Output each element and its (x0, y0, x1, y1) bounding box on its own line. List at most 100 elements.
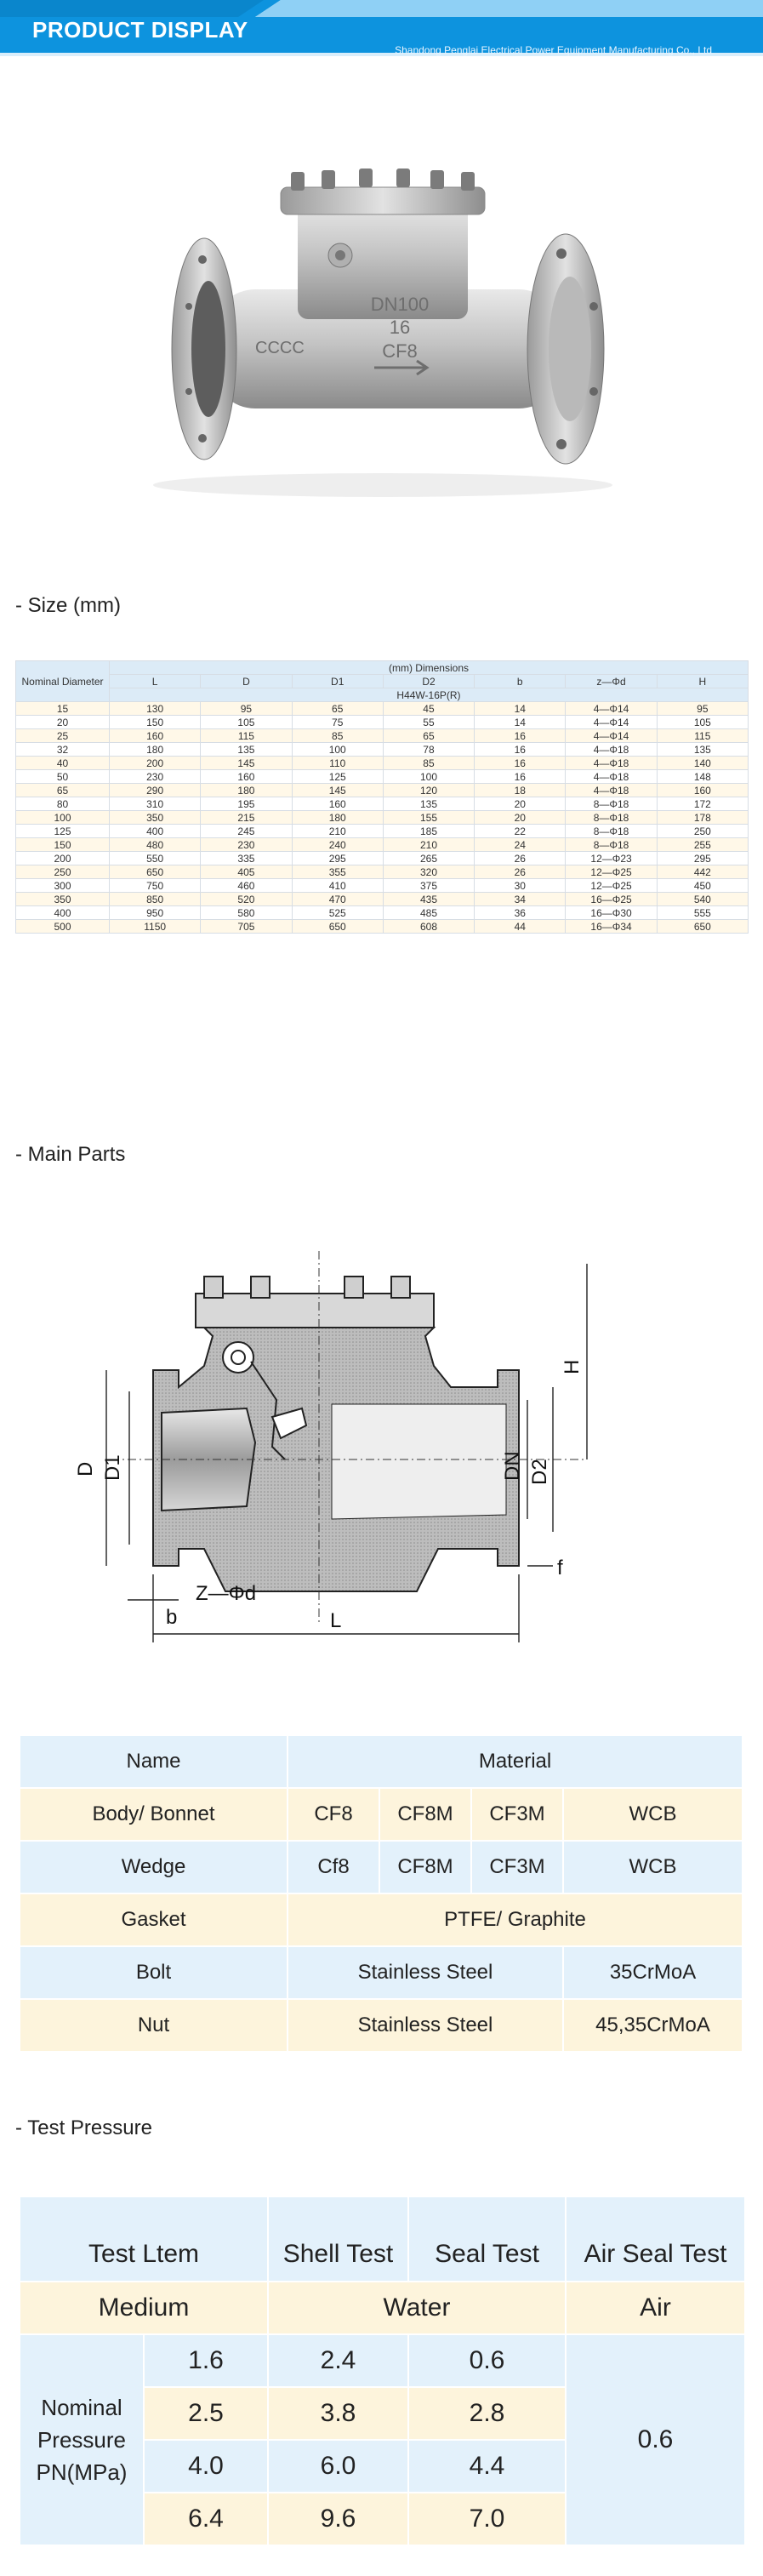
marking-pressure: 16 (390, 317, 410, 338)
dimension-cell: 105 (656, 715, 749, 729)
flow-arrow-icon (374, 359, 430, 376)
dimension-cell: 125 (291, 769, 384, 784)
nominal-line-1: Nominal (41, 2395, 122, 2420)
dimension-cell: 850 (108, 892, 202, 906)
dimension-cell: 115 (200, 728, 293, 743)
part-name: Wedge (19, 1840, 288, 1894)
dimension-cell: 650 (108, 865, 202, 879)
dimension-cell: 135 (656, 742, 749, 757)
material-cell: CF8 (287, 1787, 380, 1842)
dimension-cell: 148 (656, 769, 749, 784)
marking-material: CF8 (382, 340, 418, 362)
dimension-cell: 34 (474, 892, 567, 906)
dimension-cell: 100 (382, 769, 475, 784)
nominal-diameter-cell: 500 (15, 919, 110, 934)
dimension-cell: 460 (200, 878, 293, 893)
dimension-cell: 4—Φ14 (565, 728, 658, 743)
dimension-cell: 36 (474, 905, 567, 920)
part-name: Nut (19, 1998, 288, 2053)
dimension-cell: 145 (200, 756, 293, 770)
header-test-item: Test Ltem (19, 2196, 269, 2282)
dimension-cell: 255 (656, 837, 749, 852)
model-header: H44W-16P(R) (109, 688, 749, 702)
col-header: D (200, 674, 293, 688)
part-name: Bolt (19, 1945, 288, 2000)
nominal-diameter-cell: 25 (15, 728, 110, 743)
seal-value: 2.8 (407, 2386, 567, 2441)
col-header: D2 (382, 674, 475, 688)
dimension-cell: 12—Φ23 (565, 851, 658, 865)
dimension-cell: 8—Φ18 (565, 824, 658, 838)
dimension-cell: 295 (291, 851, 384, 865)
nominal-diameter-cell: 200 (15, 851, 110, 865)
dimension-cell: 4—Φ18 (565, 769, 658, 784)
material-cell: CF8M (379, 1787, 472, 1842)
material-cell: 35CrMoA (561, 1945, 744, 2000)
dimension-cell: 215 (200, 810, 293, 825)
part-name: Body/ Bonnet (19, 1787, 288, 1842)
dimension-cell: 200 (108, 756, 202, 770)
dimension-cell: 525 (291, 905, 384, 920)
dim-label-bolt-holes: Z—Φd (196, 1582, 256, 1605)
dimension-cell: 16—Φ30 (565, 905, 658, 920)
nominal-diameter-cell: 250 (15, 865, 110, 879)
dimension-cell: 16 (474, 728, 567, 743)
part-name: Gasket (19, 1893, 288, 1947)
dimension-cell: 16 (474, 769, 567, 784)
dimension-cell: 8—Φ18 (565, 797, 658, 811)
dimension-cell: 485 (382, 905, 475, 920)
dimension-cell: 210 (382, 837, 475, 852)
shell-value: 6.0 (267, 2439, 409, 2493)
dimension-cell: 410 (291, 878, 384, 893)
material-cell: PTFE/ Graphite (286, 1893, 744, 1947)
material-header-material: Material (286, 1734, 744, 1789)
section-title-test-pressure: - Test Pressure (15, 2116, 152, 2139)
dimension-cell: 135 (200, 742, 293, 757)
nominal-pressure-label: Nominal Pressure PN(MPa) (19, 2333, 145, 2546)
section-title-main-parts: - Main Parts (15, 1143, 126, 1166)
dimension-cell: 178 (656, 810, 749, 825)
dimension-cell: 130 (108, 701, 202, 716)
dim-label-f: f (557, 1556, 563, 1579)
shell-value: 9.6 (267, 2492, 409, 2546)
dimension-cell: 320 (382, 865, 475, 879)
dimension-cell: 14 (474, 701, 567, 716)
dimension-cell: 16 (474, 756, 567, 770)
dimension-cell: 55 (382, 715, 475, 729)
dimension-cell: 295 (656, 851, 749, 865)
dimension-cell: 350 (108, 810, 202, 825)
material-cell: CF3M (470, 1840, 564, 1894)
dimension-cell: 160 (108, 728, 202, 743)
dimension-cell: 65 (382, 728, 475, 743)
dimension-cell: 115 (656, 728, 749, 743)
dim-label-b: b (166, 1606, 177, 1629)
dimension-cell: 8—Φ18 (565, 837, 658, 852)
dimension-cell: 172 (656, 797, 749, 811)
shell-value: 3.8 (267, 2386, 409, 2441)
dimension-cell: 265 (382, 851, 475, 865)
dimension-cell: 85 (291, 728, 384, 743)
dimension-cell: 16—Φ34 (565, 919, 658, 934)
dimension-cell: 608 (382, 919, 475, 934)
dimension-cell: 4—Φ18 (565, 756, 658, 770)
dimension-cell: 195 (200, 797, 293, 811)
dimension-cell: 4—Φ14 (565, 715, 658, 729)
dimension-cell: 110 (291, 756, 384, 770)
nominal-diameter-header: Nominal Diameter (15, 660, 110, 702)
pn-value: 2.5 (143, 2386, 269, 2441)
dimension-cell: 405 (200, 865, 293, 879)
material-cell: WCB (561, 1840, 744, 1894)
dimension-cell: 185 (382, 824, 475, 838)
dimension-cell: 1150 (108, 919, 202, 934)
dimension-cell: 310 (108, 797, 202, 811)
pn-value: 1.6 (143, 2333, 269, 2388)
dimension-cell: 4—Φ14 (565, 701, 658, 716)
